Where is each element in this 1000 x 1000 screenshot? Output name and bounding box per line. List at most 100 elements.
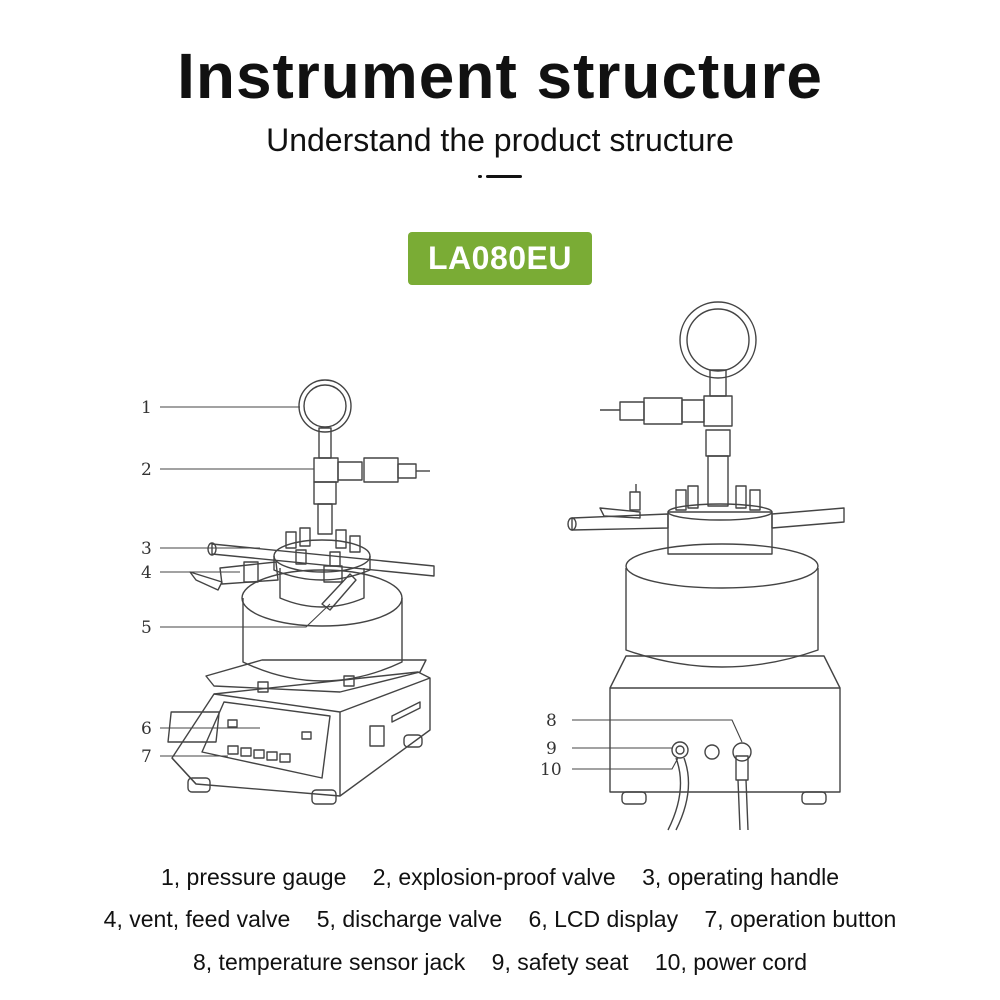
callout-8: 8: [546, 711, 557, 731]
sensor-plug: [735, 755, 749, 781]
reactor-flange: [273, 556, 371, 581]
lid-bolt: [735, 485, 747, 509]
reactor-body: [279, 568, 365, 608]
lid-bolt: [285, 531, 297, 549]
lid-bolt: [335, 529, 347, 549]
operation-button: [266, 751, 278, 761]
callout-10: 10: [540, 760, 562, 780]
gauge-neck-rear: [709, 369, 727, 397]
explosion-proof-valve-tip-rear: [619, 401, 645, 421]
callout-2: 2: [141, 460, 152, 480]
callout-3: 3: [141, 539, 152, 559]
title-divider: [478, 174, 522, 179]
legend-row-2: 4, vent, feed valve 5, discharge valve 6…: [0, 904, 1000, 934]
rear-port: [704, 744, 720, 760]
feed-valve-rear: [629, 491, 641, 511]
pressure-gauge-face: [303, 384, 347, 428]
jacket-top-rear: [625, 543, 819, 589]
front-view: [160, 379, 435, 805]
gauge-neck: [318, 427, 332, 459]
control-panel: [201, 701, 331, 779]
base-lower-edge: [171, 757, 197, 785]
lid-bolts-rear: [675, 485, 761, 511]
base-foot: [311, 789, 337, 805]
legend-row-3: 8, temperature sensor jack 9, safety sea…: [0, 947, 1000, 977]
reactor-lid-rear: [667, 503, 773, 521]
safety-seat: [671, 741, 689, 759]
side-vent: [391, 701, 421, 723]
explosion-proof-valve: [337, 461, 363, 481]
legend-item: 9, safety seat: [491, 949, 629, 975]
page-title: Instrument structure: [177, 40, 823, 112]
operation-button: [227, 745, 239, 755]
callout-leaders-right: [572, 719, 743, 770]
controller-base-rear: [609, 687, 841, 793]
explosion-proof-valve-rear: [681, 399, 705, 423]
stem-fitting: [313, 481, 337, 505]
legend-item: 8, temperature sensor jack: [192, 949, 466, 975]
legend-item: 4, vent, feed valve: [103, 906, 291, 932]
legend-item: 3, operating handle: [642, 864, 840, 890]
explosion-proof-valve-tip: [397, 463, 417, 479]
base-shoulder: [609, 655, 841, 689]
divider-dot: [478, 175, 482, 178]
plate-stud: [343, 675, 355, 687]
callout-7: 7: [141, 747, 152, 767]
page-subtitle: Understand the product structure: [266, 122, 734, 158]
pressure-gauge-face-rear: [686, 308, 750, 372]
jacket-top: [241, 569, 403, 627]
lid-bolt: [299, 527, 311, 547]
feed-valve-body: [219, 561, 279, 585]
pressure-gauge: [298, 379, 352, 433]
feed-valve-nut: [243, 561, 259, 583]
lid-bolt: [687, 485, 699, 509]
stem-fitting-rear: [705, 429, 731, 457]
power-cord: [667, 757, 682, 831]
lid-bolt: [349, 535, 361, 553]
callout-leaders-left: [160, 406, 331, 757]
controller-base: [171, 671, 431, 797]
lid-bolt: [749, 489, 761, 511]
base-foot: [621, 791, 647, 805]
legend-item: 6, LCD display: [528, 906, 679, 932]
operation-button: [240, 747, 252, 757]
instrument-diagram: 1 2 3 4 5 6 7 8 9 10: [141, 301, 845, 831]
callout-6: 6: [141, 719, 152, 739]
legend-item: 7, operation button: [704, 906, 897, 932]
side-switch: [369, 725, 385, 747]
legend-item: 5, discharge valve: [316, 906, 503, 932]
lid-bolts: [285, 527, 361, 567]
panel-indicator: [301, 731, 312, 740]
callout-5: 5: [141, 618, 152, 638]
valve-tee-rear: [703, 395, 733, 427]
legend-row-1: 1, pressure gauge 2, explosion-proof val…: [0, 862, 1000, 892]
operating-handle-rear: [571, 513, 669, 531]
temperature-sensor-jack: [732, 742, 752, 762]
gauge-stem: [317, 503, 333, 535]
handle-end: [567, 517, 577, 531]
base-top-edge: [213, 677, 431, 713]
sensor-cable: [737, 779, 749, 831]
valve-tee: [313, 457, 339, 483]
reactor-body-rear: [667, 511, 773, 555]
operation-buttons: [227, 745, 291, 763]
operation-button: [253, 749, 265, 759]
discharge-valve-handle: [321, 573, 357, 611]
divider-bar: [486, 175, 522, 178]
discharge-valve-body: [323, 565, 343, 583]
gauge-stem-rear: [707, 455, 729, 507]
power-cord: [675, 757, 690, 831]
heating-jacket-rear: [625, 568, 819, 668]
safety-seat-inner: [675, 745, 685, 755]
lid-bolt: [329, 551, 341, 567]
hot-plate: [205, 659, 427, 693]
legend-item: 10, power cord: [654, 949, 808, 975]
callout-1: 1: [141, 398, 152, 418]
callout-labels: 1 2 3 4 5 6 7 8 9 10: [141, 398, 562, 780]
operating-handle-bar: [211, 543, 435, 577]
feed-valve-rear-handle: [599, 507, 641, 519]
operating-handle-rear: [771, 507, 845, 529]
callout-4: 4: [141, 563, 152, 583]
heating-jacket: [242, 598, 403, 682]
feed-valve-handle: [189, 571, 223, 591]
